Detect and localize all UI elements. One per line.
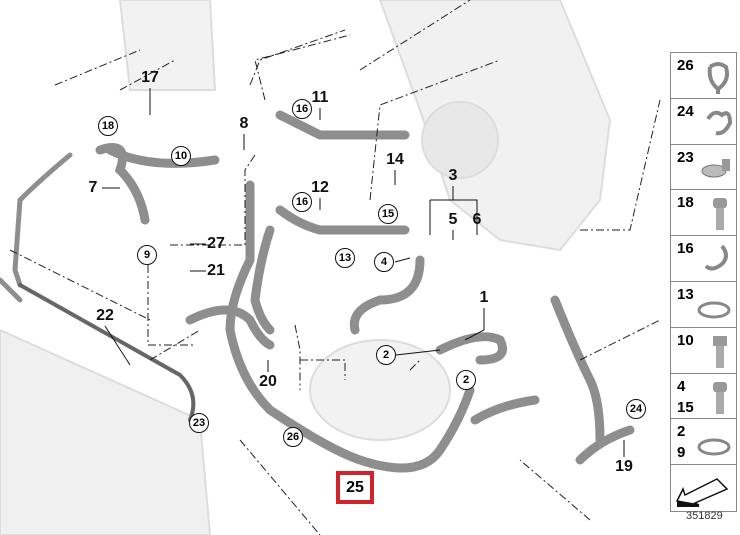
circled-label-15: 15 [378,204,398,224]
direction-arrow-icon [675,478,729,508]
dash-dot-leader-lines [9,0,661,535]
part-label-5: 5 [448,211,458,228]
part-label-7: 7 [88,179,98,196]
clip-holder-icon [707,62,729,94]
hoses [0,110,635,473]
bolt-icon [713,198,727,231]
circled-label-26: 26 [283,427,303,447]
circled-label-18: 18 [98,116,118,136]
part-label-19: 19 [615,458,633,475]
part-label-27: 27 [207,235,225,252]
part-label-12: 12 [311,179,329,196]
highlighted-part-25[interactable]: 25 [336,471,374,504]
highlighted-part-number: 25 [346,478,364,496]
legend-item-13[interactable]: 13 [671,282,736,328]
legend-number: 4 [677,377,686,395]
legend-number: 10 [677,331,694,349]
leader-lines [102,88,625,457]
circled-label-10: 10 [171,146,191,166]
part-label-21: 21 [207,262,225,279]
legend-number: 18 [677,194,694,212]
hose-clip-icon [704,244,728,271]
radiator [0,328,212,535]
expansion-tank [118,0,217,91]
circled-label-2: 2 [376,345,396,365]
legend-number: 23 [677,148,694,166]
legend-item-26[interactable]: 26 [671,53,736,99]
part-label-8: 8 [239,115,249,132]
pulley [421,101,499,179]
legend-number: 2 [677,423,686,441]
legend-number: 26 [677,57,694,74]
part-label-17: 17 [141,69,159,86]
legend-item-23[interactable]: 23 [671,145,736,191]
part-label-14: 14 [386,151,404,168]
legend-item-24[interactable]: 24 [671,99,736,145]
double-clip-icon [706,110,732,136]
band-clamp-icon [701,158,730,178]
legend-number: 9 [677,444,686,462]
legend-number: 16 [677,240,694,258]
legend-number: 15 [677,398,694,416]
circled-label-23: 23 [189,413,209,433]
legend-item-10[interactable]: 10 [671,328,736,374]
circled-label-2: 2 [456,370,476,390]
part-label-6: 6 [472,211,482,228]
legend-item-18[interactable]: 18 [671,190,736,237]
legend-number: 13 [677,285,694,303]
part-label-22: 22 [96,307,114,324]
legend-direction [671,465,736,511]
diagram-number: 351829 [686,510,723,522]
hex-bolt-icon [713,335,727,368]
circled-label-16: 16 [292,99,312,119]
hose-clamp-icon [697,438,731,456]
circled-label-13: 13 [335,248,355,268]
part-label-11: 11 [311,89,329,106]
circled-label-4: 4 [374,252,394,272]
legend-number: 24 [677,102,694,120]
part-label-3: 3 [448,167,458,184]
circled-label-24: 24 [626,399,646,419]
circled-label-16: 16 [292,192,312,212]
legend-item-16[interactable]: 16 [671,236,736,282]
hose-clamp-icon [697,301,731,319]
circled-label-9: 9 [137,245,157,265]
part-label-1: 1 [479,289,489,306]
bolt-icon [713,381,727,414]
part-label-20: 20 [259,373,277,390]
